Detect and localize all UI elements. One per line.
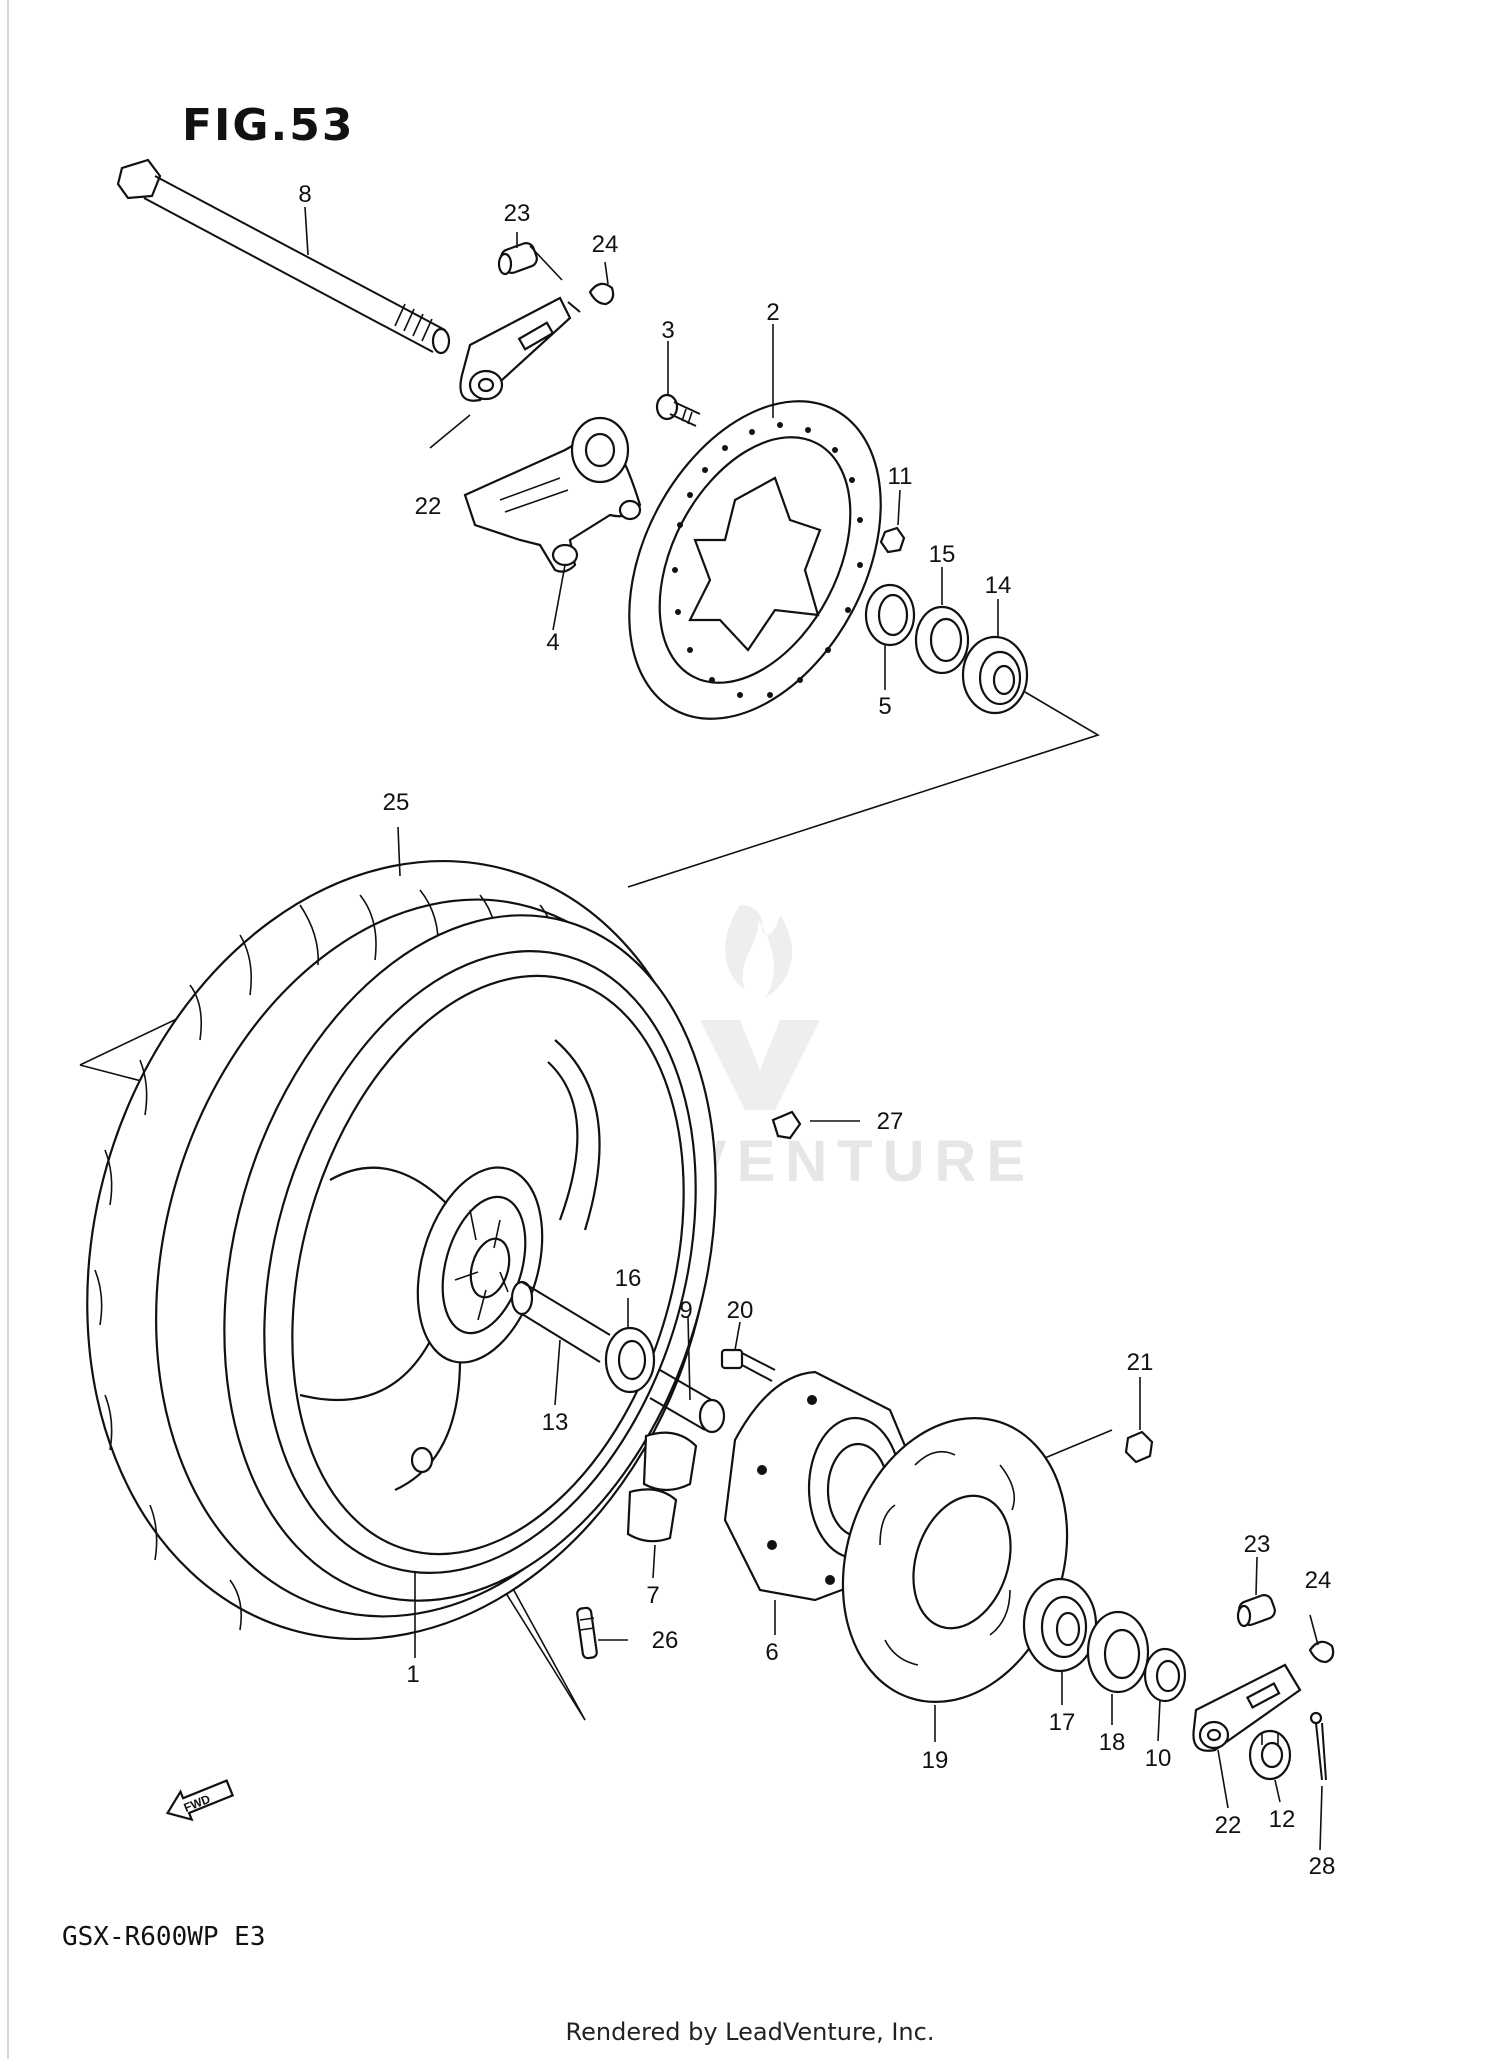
callout-5: 5 bbox=[878, 693, 891, 720]
callout-6: 6 bbox=[765, 1639, 778, 1666]
part-4-caliper-bracket bbox=[463, 416, 642, 573]
fwd-label: FWD bbox=[182, 1792, 213, 1815]
fwd-arrow-icon bbox=[165, 1779, 235, 1822]
part-17-bearing bbox=[1022, 1577, 1098, 1673]
part-24-clip-upper bbox=[588, 282, 615, 306]
part-14-bearing bbox=[961, 635, 1029, 715]
callout-20: 20 bbox=[727, 1297, 754, 1324]
model-code: GSX-R600WP E3 bbox=[62, 1922, 266, 1952]
part-11-nut bbox=[879, 526, 906, 554]
callout-23-upper: 23 bbox=[504, 200, 531, 227]
callout-14: 14 bbox=[985, 572, 1012, 599]
callout-25: 25 bbox=[383, 789, 410, 816]
callout-12: 12 bbox=[1269, 1806, 1296, 1833]
part-15-oil-seal bbox=[914, 605, 970, 675]
callout-11: 11 bbox=[888, 463, 913, 490]
part-2-brake-disc bbox=[628, 400, 882, 720]
part-26-valve bbox=[576, 1606, 598, 1660]
callout-28: 28 bbox=[1309, 1853, 1336, 1880]
callout-19: 19 bbox=[922, 1747, 949, 1774]
part-10-spacer bbox=[1143, 1647, 1187, 1703]
callout-1: 1 bbox=[406, 1661, 419, 1688]
part-1-rim bbox=[223, 914, 717, 1602]
callout-3: 3 bbox=[661, 317, 674, 344]
part-3-bolt bbox=[655, 393, 701, 427]
callout-13: 13 bbox=[542, 1409, 569, 1436]
callout-17: 17 bbox=[1049, 1709, 1076, 1736]
callout-21: 21 bbox=[1127, 1349, 1154, 1376]
callout-15: 15 bbox=[929, 541, 956, 568]
part-7-cushion bbox=[626, 1431, 698, 1543]
callout-leader-lines bbox=[304, 206, 1323, 1851]
part-21-nut bbox=[1124, 1430, 1154, 1464]
callout-24-upper: 24 bbox=[592, 231, 619, 258]
callout-16: 16 bbox=[615, 1265, 642, 1292]
watermark-logo bbox=[700, 905, 820, 1110]
callout-18: 18 bbox=[1099, 1729, 1126, 1756]
part-23-nut-lower bbox=[1236, 1594, 1276, 1628]
callout-4: 4 bbox=[546, 629, 559, 656]
callout-27: 27 bbox=[877, 1108, 904, 1135]
callout-9: 9 bbox=[679, 1297, 692, 1324]
part-27-weight bbox=[771, 1110, 802, 1140]
part-23-nut-upper bbox=[497, 242, 538, 276]
part-18-oil-seal bbox=[1086, 1610, 1150, 1694]
part-22-adjuster-lower bbox=[1192, 1663, 1302, 1752]
figure-title: FIG.53 bbox=[182, 100, 355, 151]
callout-8: 8 bbox=[298, 181, 311, 208]
part-5-spacer bbox=[864, 583, 916, 647]
part-12-castle-nut bbox=[1248, 1729, 1292, 1781]
callout-7: 7 bbox=[646, 1582, 659, 1609]
part-24-clip-lower bbox=[1308, 1640, 1335, 1664]
part-8-axle bbox=[116, 158, 451, 355]
callout-10: 10 bbox=[1145, 1745, 1172, 1772]
part-20-bolt bbox=[720, 1348, 776, 1382]
callout-numbers: 8 23 24 3 2 11 15 14 22 4 5 25 16 9 20 2… bbox=[298, 181, 1335, 1880]
part-13-shaft bbox=[510, 1280, 611, 1363]
callout-26: 26 bbox=[652, 1627, 679, 1654]
footer-credit: Rendered by LeadVenture, Inc. bbox=[565, 2018, 935, 2046]
callout-2: 2 bbox=[766, 299, 779, 326]
callout-24-lower: 24 bbox=[1305, 1567, 1332, 1594]
part-22-adjuster-upper bbox=[459, 296, 581, 402]
callout-22-lower: 22 bbox=[1215, 1812, 1242, 1839]
part-28-cotter-pin bbox=[1309, 1711, 1327, 1781]
callout-22-upper: 22 bbox=[415, 493, 442, 520]
part-9-spacer bbox=[649, 1369, 726, 1434]
callout-23-lower: 23 bbox=[1244, 1531, 1271, 1558]
part-16-oil-seal bbox=[604, 1326, 656, 1394]
